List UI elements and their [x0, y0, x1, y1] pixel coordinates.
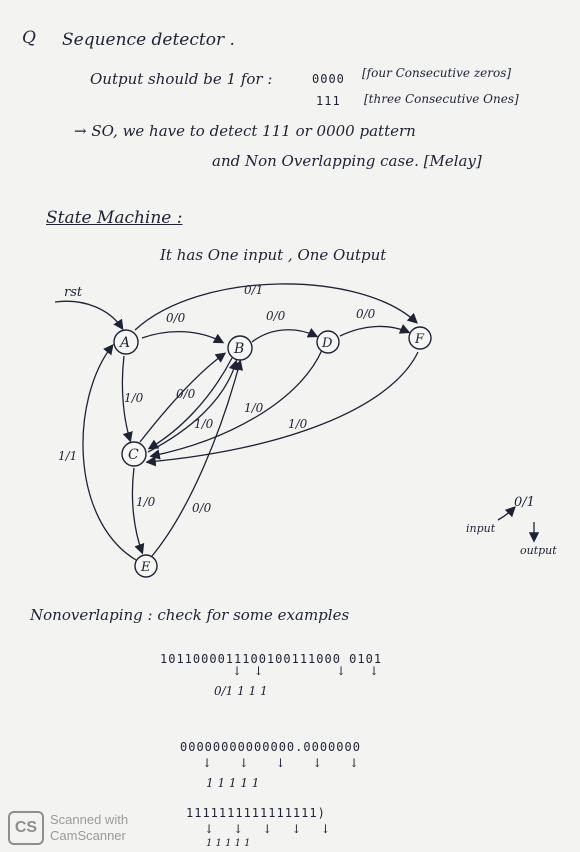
example-1-sequence: 1011000011100100111000 0101 [160, 652, 383, 666]
edge-e-a [82, 343, 137, 561]
state-b [227, 335, 253, 361]
example-1-output: 0/1 1 1 1 [214, 684, 268, 698]
edge-b-d [251, 327, 319, 343]
reset-arrow [54, 300, 124, 331]
watermark-line-2: CamScanner [50, 828, 126, 843]
state-a-label: A [118, 335, 130, 351]
edge-a-b [141, 330, 225, 344]
sequence-zeros: 0000 [312, 72, 345, 86]
edge-c-e [131, 467, 145, 555]
example-3-output: 1 1 1 1 1 [206, 838, 251, 849]
so-line: → SO, we have to detect 111 or 0000 patt… [74, 122, 416, 140]
state-machine-heading: State Machine : [46, 208, 183, 228]
label-b-d: 0/0 [266, 309, 286, 323]
edge-b-c [147, 357, 233, 450]
label-e-b: 0/0 [192, 501, 212, 515]
edge-a-f [134, 283, 418, 331]
state-b-label: B [233, 341, 244, 357]
state-d-label: D [321, 336, 333, 351]
example-2-arrows: ↓ ↓ ↓ ↓ ↓ [202, 756, 360, 770]
state-a [113, 329, 139, 355]
question-mark: Q [22, 28, 36, 48]
watermark-line-1: Scanned with [50, 812, 129, 827]
label-d-f: 0/0 [356, 307, 376, 321]
label-b-c: 1/0 [244, 401, 264, 415]
state-f-label: F [414, 332, 425, 347]
state-f [408, 326, 432, 350]
label-a-c: 1/0 [124, 391, 144, 405]
state-c-label: C [128, 447, 139, 463]
legend-output: output [520, 544, 557, 557]
edge-a-c [121, 355, 133, 443]
examples-heading: Nonoverlaping : check for some examples [30, 606, 350, 624]
state-e [134, 554, 158, 578]
state-e-label: E [140, 560, 151, 575]
camscanner-watermark: CS Scanned with CamScanner [8, 808, 158, 848]
example-1-arrows: ↓ ↓ ↓ ↓ [232, 664, 380, 678]
label-a-f: 0/1 [244, 283, 263, 297]
sequence-zeros-note: [four Consecutive zeros] [362, 66, 512, 80]
and-line: and Non Overlapping case. [Melay] [212, 152, 482, 170]
sequence-ones-note: [three Consecutive Ones] [364, 92, 519, 106]
label-c-b-upper: 0/0 [176, 387, 196, 401]
reset-label: rst [64, 285, 83, 300]
label-e-a: 1/1 [58, 449, 77, 463]
edge-d-f [339, 324, 411, 337]
legend-fraction: 0/1 [514, 495, 535, 510]
label-c-e: 1/0 [136, 495, 156, 509]
edge-e-b [151, 359, 244, 557]
output-prefix: Output should be 1 for : [90, 70, 273, 88]
edge-f-c [145, 351, 419, 467]
label-d-c: 1/0 [288, 417, 308, 431]
edge-c-b-upper [139, 352, 227, 443]
example-3-arrows: ↓ ↓ ↓ ↓ ↓ [204, 822, 331, 836]
legend-input: input [466, 522, 496, 535]
watermark-text: Scanned with CamScanner [50, 812, 128, 844]
legend-input-arrow [497, 506, 516, 521]
page-title: Sequence detector . [62, 30, 235, 50]
camscanner-logo-icon: CS [8, 811, 44, 845]
edge-c-b-lower [147, 359, 239, 453]
state-c [121, 441, 147, 467]
example-2-sequence: 00000000000000.0000000 [180, 740, 361, 754]
state-d [316, 330, 340, 354]
label-a-b: 0/0 [166, 311, 186, 325]
sequence-ones: 111 [316, 94, 341, 108]
state-machine-subtitle: It has One input , One Output [160, 246, 387, 264]
example-2-output: 1 1 1 1 1 [206, 776, 260, 790]
edge-d-c [149, 349, 323, 460]
example-3-sequence: 1111111111111111) [186, 806, 326, 820]
label-c-b-lower: 1/0 [194, 417, 214, 431]
